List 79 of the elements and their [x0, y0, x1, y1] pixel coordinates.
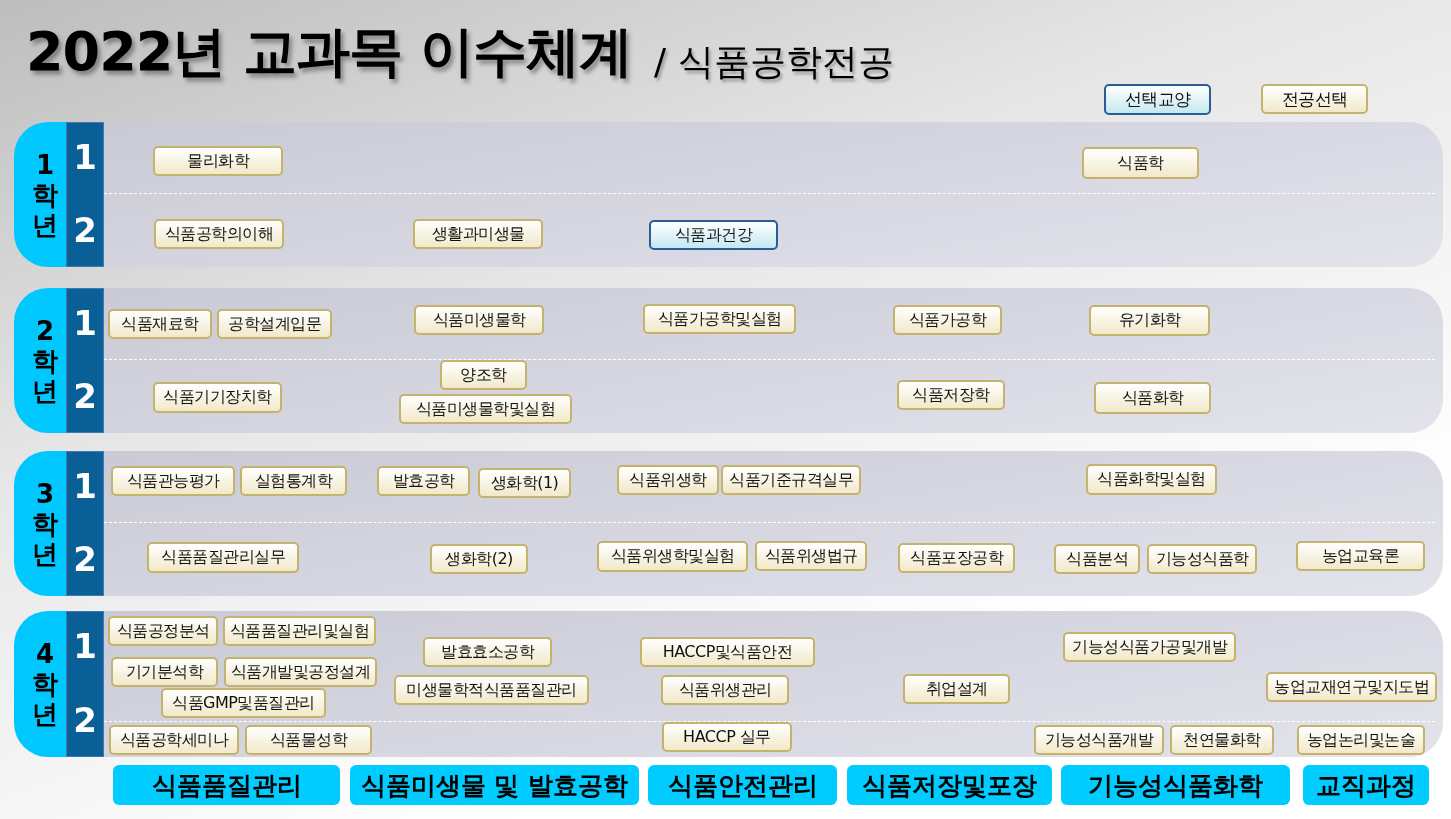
- year-band: [14, 451, 1443, 596]
- course-box: 식품저장학: [897, 380, 1005, 410]
- year-label: 1학년: [31, 150, 59, 240]
- semester-number: 2: [72, 539, 98, 579]
- semester-number: 1: [72, 137, 98, 177]
- course-box: 식품분석: [1054, 544, 1140, 574]
- track-box: 식품저장및포장: [847, 765, 1052, 805]
- year-label: 2학년: [31, 316, 59, 406]
- semester-number: 2: [72, 700, 98, 740]
- legend-label: 선택교양: [1124, 88, 1191, 111]
- course-box: 식품학: [1082, 147, 1199, 179]
- course-box: HACCP 실무: [662, 722, 792, 752]
- course-box: 식품가공학및실험: [643, 304, 796, 334]
- track-box: 교직과정: [1303, 765, 1429, 805]
- course-box: 미생물학적식품품질관리: [394, 675, 589, 705]
- year-label: 4학년: [31, 639, 59, 729]
- course-box: 생화학(2): [430, 544, 528, 574]
- year-label: 3학년: [31, 479, 59, 569]
- course-box: 식품미생물학및실험: [399, 394, 572, 424]
- course-box: 식품공정분석: [108, 616, 218, 646]
- subtitle: / 식품공학전공: [654, 40, 894, 84]
- course-box: 식품품질관리및실험: [223, 616, 376, 646]
- track-box: 식품미생물 및 발효공학: [350, 765, 639, 805]
- semester-number: 1: [72, 626, 98, 666]
- course-box: 생화학(1): [478, 468, 571, 498]
- course-box: 실험통계학: [240, 466, 347, 496]
- course-box: 식품재료학: [108, 309, 212, 339]
- course-box: 발효공학: [377, 466, 470, 496]
- course-box: 식품가공학: [893, 305, 1002, 335]
- course-box: 기능성식품학: [1147, 544, 1257, 574]
- course-box: 식품화학: [1094, 382, 1211, 414]
- course-box: 식품포장공학: [898, 543, 1015, 573]
- course-box: 식품위생관리: [661, 675, 789, 705]
- course-box: 식품위생학및실험: [597, 541, 748, 572]
- course-box: 식품공학의이해: [154, 219, 284, 249]
- semester-number: 2: [72, 376, 98, 416]
- course-box: 기능성식품가공및개발: [1063, 632, 1236, 662]
- track-box: 식품품질관리: [113, 765, 340, 805]
- semester-number: 1: [72, 303, 98, 343]
- course-box: 식품기기장치학: [153, 382, 282, 413]
- course-box: 취업설계: [903, 674, 1010, 704]
- course-box: 식품GMP및품질관리: [161, 688, 326, 718]
- legend-label: 전공선택: [1281, 87, 1348, 111]
- year-band: [14, 122, 1443, 267]
- course-box: 농업논리및논술: [1297, 725, 1425, 755]
- course-box: 식품공학세미나: [109, 725, 239, 755]
- course-box: 식품기준규격실무: [721, 465, 861, 495]
- course-box: 기기분석학: [111, 657, 218, 687]
- course-box: 식품개발및공정설계: [224, 657, 377, 687]
- course-box: 농업교육론: [1296, 541, 1425, 571]
- course-box: 식품과건강: [649, 220, 778, 250]
- course-box: 농업교재연구및지도법: [1266, 672, 1437, 702]
- course-box: 생활과미생물: [413, 219, 543, 249]
- title: 2022년 교과목 이수체계: [26, 19, 632, 85]
- course-box: 양조학: [440, 360, 527, 390]
- course-box: 천연물화학: [1170, 725, 1274, 755]
- course-box: 식품미생물학: [414, 305, 544, 335]
- track-box: 기능성식품화학: [1061, 765, 1290, 805]
- course-box: 식품관능평가: [111, 466, 235, 496]
- course-box: 식품화학및실험: [1086, 464, 1217, 495]
- course-box: HACCP및식품안전: [640, 637, 815, 667]
- course-box: 식품위생법규: [755, 541, 867, 571]
- course-box: 식품위생학: [617, 465, 719, 495]
- course-box: 공학설계입문: [217, 309, 332, 339]
- course-box: 발효효소공학: [423, 637, 552, 667]
- semester-column: [66, 451, 104, 596]
- semester-column: [66, 611, 104, 757]
- semester-number: 1: [72, 466, 98, 506]
- year-band: [14, 288, 1443, 433]
- course-box: 식품품질관리실무: [147, 542, 299, 573]
- semester-column: [66, 122, 104, 267]
- semester-number: 2: [72, 210, 98, 250]
- year-band: [14, 611, 1443, 757]
- course-box: 물리화학: [153, 146, 283, 176]
- semester-column: [66, 288, 104, 433]
- course-box: 식품물성학: [245, 725, 372, 755]
- course-box: 유기화학: [1089, 305, 1210, 336]
- course-box: 기능성식품개발: [1034, 725, 1164, 755]
- track-box: 식품안전관리: [648, 765, 837, 805]
